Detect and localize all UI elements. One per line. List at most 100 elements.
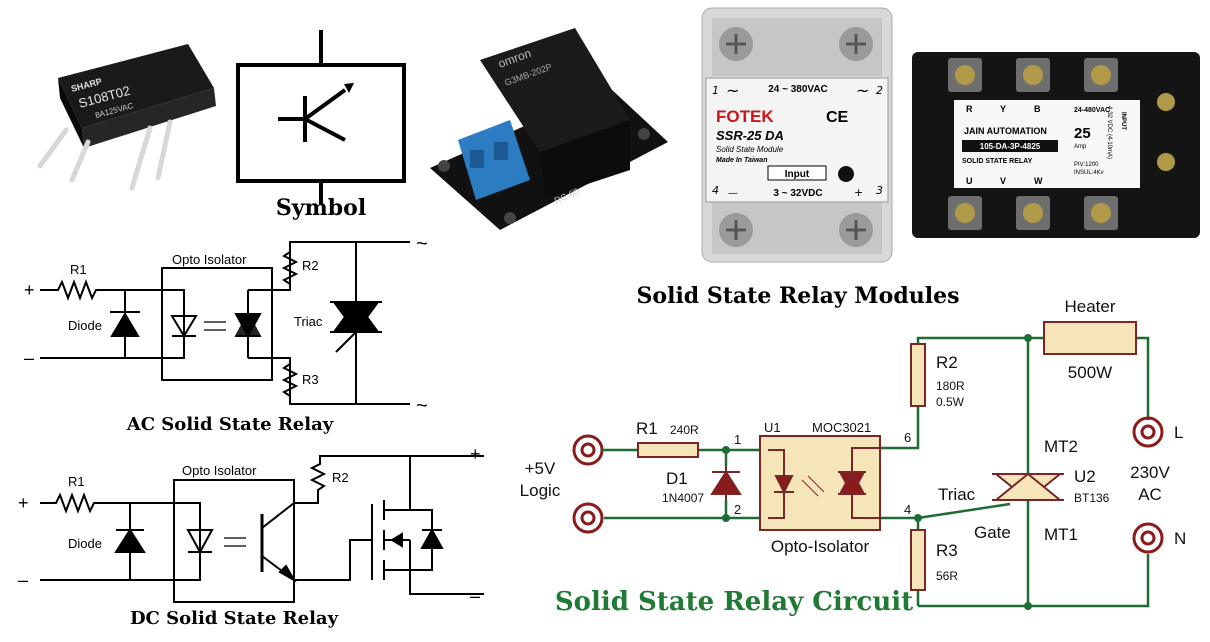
r2-resistor xyxy=(910,343,926,407)
jain-module: R Y B 24-480VAC JAIN AUTOMATION 105-DA-3… xyxy=(912,52,1200,238)
ac-opto: Opto Isolator xyxy=(172,252,247,267)
fotek-input: Input xyxy=(785,169,810,180)
jain-phase-r: R xyxy=(966,104,973,114)
ac-tilde-top: ~ xyxy=(416,233,428,255)
u1-part: MOC3021 xyxy=(812,420,871,435)
jain-phase-v: V xyxy=(1000,176,1006,186)
fotek-ac-range: 24 ~ 380VAC xyxy=(768,84,828,95)
d1-diode xyxy=(710,466,742,500)
jain-amps: 25 xyxy=(1074,125,1091,142)
jain-vac: 24-480VAC xyxy=(1074,107,1110,114)
dc-plus: + xyxy=(18,493,29,513)
pin6-label: 6 xyxy=(904,430,911,445)
main-circuit-wires xyxy=(604,336,1150,608)
n-label: N xyxy=(1174,529,1186,548)
r1-resistor xyxy=(637,442,699,458)
pin2-label: 2 xyxy=(734,502,741,517)
supply-label: +5V xyxy=(525,459,556,478)
r3-label: R3 xyxy=(936,541,958,560)
dc-opto: Opto Isolator xyxy=(182,463,257,478)
r3-value: 56R xyxy=(936,569,958,583)
ssr-symbol xyxy=(236,30,406,205)
ac-triac: Triac xyxy=(294,314,323,329)
modules-title: Solid State Relay Modules xyxy=(637,283,960,309)
ac-diode: Diode xyxy=(68,318,102,333)
fotek-ce: CE xyxy=(826,109,849,126)
jain-part: 105-DA-3P-4825 xyxy=(980,142,1041,151)
dc-minus: – xyxy=(18,570,28,590)
mains-label: 230V xyxy=(1130,463,1170,482)
dc-r1: R1 xyxy=(68,474,85,489)
symbol-title: Symbol xyxy=(276,195,366,221)
u1-label: U1 xyxy=(764,420,781,435)
fotek-subtitle: Solid State Module xyxy=(716,145,784,154)
fotek-t2: 2 xyxy=(876,84,883,97)
main-circuit-labels: +5V Logic R1 240R D1 1N4007 U1 MOC3021 1… xyxy=(520,297,1187,583)
ac-minus: – xyxy=(24,348,34,368)
r2-label: R2 xyxy=(936,353,958,372)
dc-ssr-labels: + – R1 Diode Opto Isolator R2 + – xyxy=(18,444,481,606)
ac-r3: R3 xyxy=(302,372,319,387)
dc-title: DC Solid State Relay xyxy=(130,608,339,629)
mains-label-2: AC xyxy=(1138,485,1162,504)
terminal-l xyxy=(1132,416,1164,448)
dc-r2: R2 xyxy=(332,470,349,485)
fotek-module: 1 ~ 24 ~ 380VAC ~ 2 FOTEK CE SSR-25 DA S… xyxy=(701,7,893,263)
r1-label: R1 xyxy=(636,419,658,438)
r3-resistor xyxy=(910,529,926,591)
fotek-t3: 3 xyxy=(876,184,883,197)
jain-amp-unit: Amp xyxy=(1074,144,1087,150)
pin1-label: 1 xyxy=(734,432,741,447)
dc-minus-out: – xyxy=(470,586,480,606)
jain-type: SOLID STATE RELAY xyxy=(962,158,1033,165)
u2-part: BT136 xyxy=(1074,491,1110,505)
d1-value: 1N4007 xyxy=(662,491,704,505)
gate-label: Gate xyxy=(974,523,1011,542)
main-circuit-components xyxy=(637,321,1137,591)
circuit-title: Solid State Relay Circuit xyxy=(555,587,913,617)
jain-phase-b: B xyxy=(1034,104,1041,114)
heater-label: Heater xyxy=(1064,297,1115,316)
ac-tilde-bottom: ~ xyxy=(416,395,428,417)
ac-title: AC Solid State Relay xyxy=(126,414,334,435)
heater-value: 500W xyxy=(1068,363,1112,382)
dc-ssr-schematic xyxy=(40,455,484,603)
supply-label-2: Logic xyxy=(520,481,561,500)
junction-dots xyxy=(722,334,1032,610)
u2-label: U2 xyxy=(1074,467,1096,486)
l-label: L xyxy=(1174,423,1183,442)
jain-input: INPUT xyxy=(1120,112,1126,130)
fotek-dc-range: 3 ~ 32VDC xyxy=(773,188,822,199)
fotek-t1: 1 xyxy=(712,84,719,97)
ac-r2: R2 xyxy=(302,258,319,273)
triac-label: Triac xyxy=(938,485,976,504)
ac-ssr-labels: + – R1 Diode Opto Isolator R2 R3 Triac ~… xyxy=(24,233,428,417)
dc-plus-out: + xyxy=(470,444,481,464)
terminal-logic-minus xyxy=(572,502,604,534)
fotek-origin: Made In Taiwan xyxy=(716,157,767,164)
ac-ssr-schematic xyxy=(40,241,410,405)
terminal-logic-plus xyxy=(572,434,604,466)
omron-module-photo: omron G3MB-202P RC-60 xyxy=(430,28,668,230)
fotek-t4: 4 xyxy=(712,184,719,197)
mt1-label: MT1 xyxy=(1044,525,1078,544)
fotek-plus: + xyxy=(854,186,863,199)
jain-phase-w: W xyxy=(1034,176,1043,186)
jain-phase-u: U xyxy=(966,176,973,186)
fotek-model: SSR-25 DA xyxy=(716,128,784,143)
r2-power: 0.5W xyxy=(936,395,965,409)
fotek-minus: — xyxy=(728,188,738,199)
mt2-label: MT2 xyxy=(1044,437,1078,456)
jain-insul: INSUL:4Kv xyxy=(1074,170,1104,176)
pin4-label: 4 xyxy=(904,502,911,517)
dc-diode: Diode xyxy=(68,536,102,551)
d1-label: D1 xyxy=(666,469,688,488)
u2-triac xyxy=(992,472,1064,502)
jain-piv: PIV:1200 xyxy=(1074,162,1099,168)
ac-r1: R1 xyxy=(70,262,87,277)
sharp-ssr-photo: SHARP S108T02 8A125VAC xyxy=(37,44,216,191)
jain-brand: JAIN AUTOMATION xyxy=(964,126,1047,136)
opto-label: Opto-Isolator xyxy=(771,537,870,556)
terminal-n xyxy=(1132,522,1164,554)
